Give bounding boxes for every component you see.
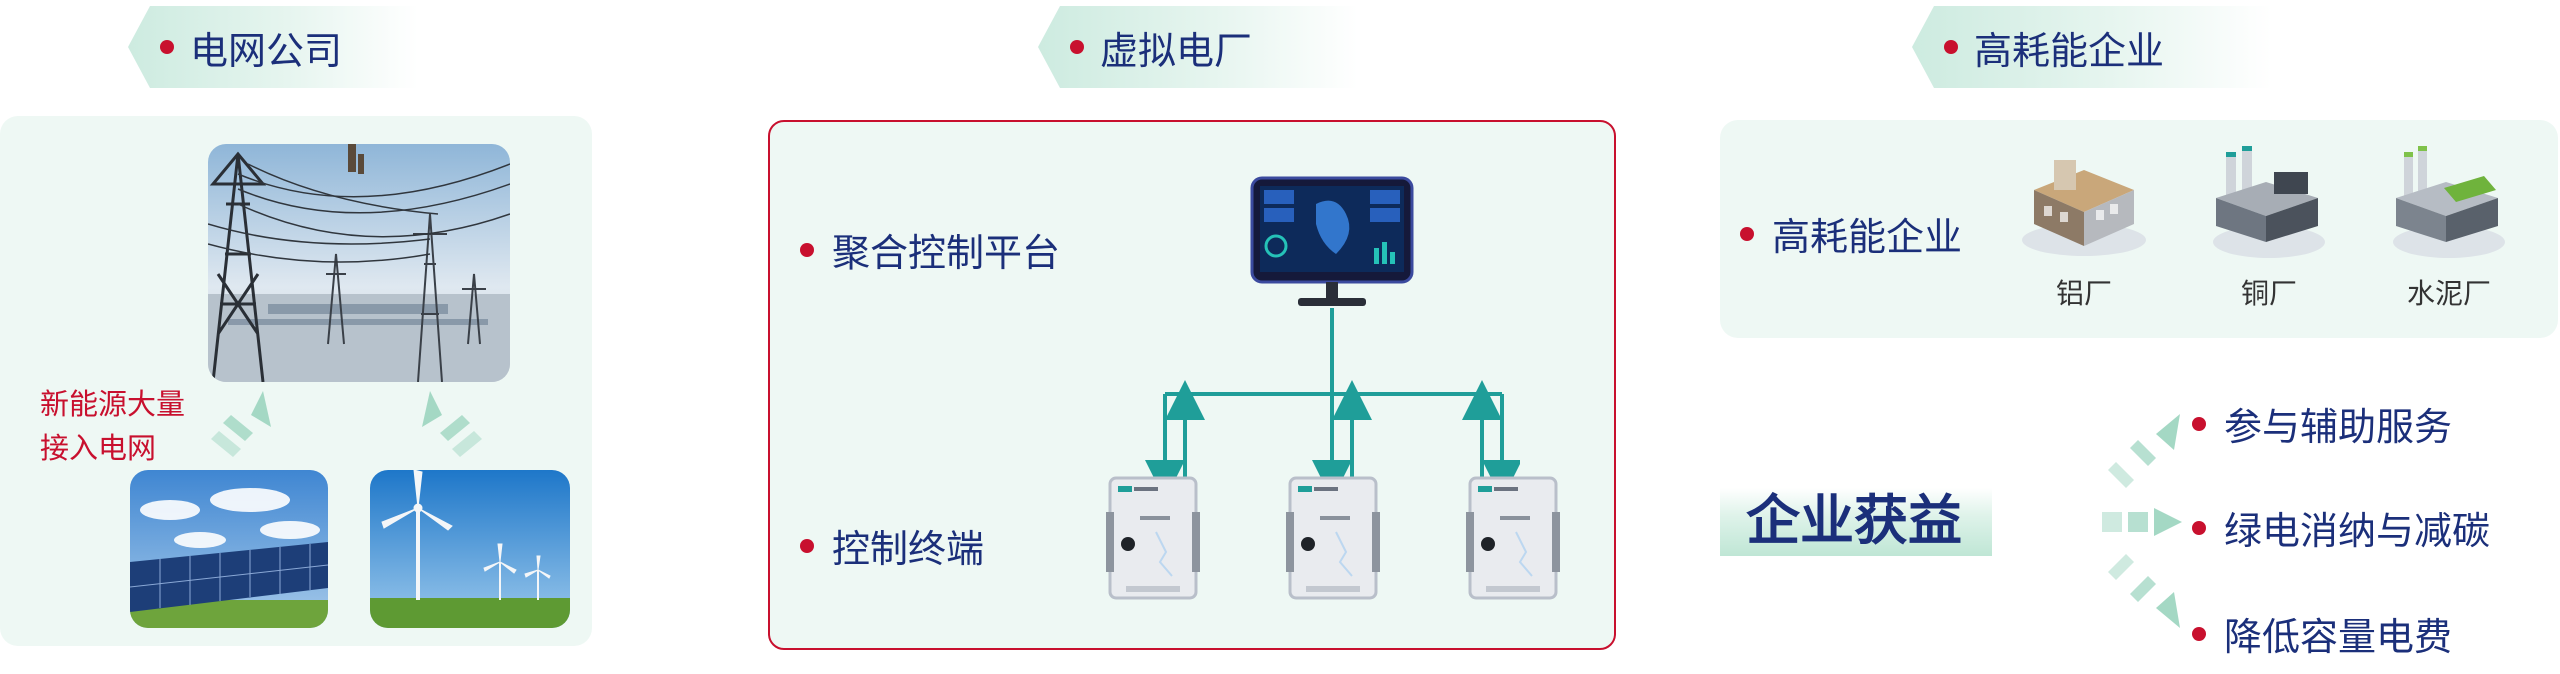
- cement-factory-icon: [2393, 146, 2505, 258]
- bullet-dot: [1740, 226, 1754, 241]
- benefit-arrows-icon: [2102, 414, 2182, 628]
- section-title-industry: 高耗能企业: [1974, 28, 2165, 73]
- benefit-item-1: 参与辅助服务: [2192, 396, 2452, 451]
- bullet-dot: [2192, 416, 2206, 431]
- wind-turbine-photo: [370, 470, 570, 628]
- control-terminal-icon: [1106, 476, 1200, 600]
- annotation-line-2: 接入电网: [40, 431, 157, 465]
- section-tab-industry: 高耗能企业: [1912, 6, 2272, 88]
- aluminum-factory-icon: [2022, 160, 2146, 256]
- platform-label: 聚合控制平台: [832, 231, 1061, 275]
- bullet-dot: [800, 538, 814, 553]
- benefit-item-label: 参与辅助服务: [2224, 405, 2453, 449]
- platform-bullet: 聚合控制平台: [800, 222, 1060, 277]
- benefit-title-highlight: [1720, 488, 1992, 556]
- control-terminal-icon: [1466, 476, 1560, 600]
- bullet-dot: [1944, 40, 1958, 54]
- bullet-dot: [800, 242, 814, 257]
- bullet-dot: [160, 40, 174, 54]
- monitor-icon: [1250, 176, 1414, 306]
- bullet-dot: [2192, 626, 2206, 641]
- power-lines-photo: [208, 144, 510, 382]
- section-tab-vpp: 虚拟电厂: [1038, 6, 1358, 88]
- up-arrow-icon: [211, 391, 271, 457]
- annotation-line-1: 新能源大量: [40, 387, 186, 421]
- control-terminal-icon: [1286, 476, 1380, 600]
- terminal-bullet: 控制终端: [800, 518, 984, 573]
- benefit-item-label: 绿电消纳与减碳: [2224, 509, 2491, 553]
- industry-label: 高耗能企业: [1772, 215, 1963, 259]
- copper-factory-icon: [2213, 146, 2325, 258]
- bullet-dot: [2192, 520, 2206, 535]
- section-title-vpp: 虚拟电厂: [1100, 28, 1253, 73]
- renewable-annotation: 新能源大量 接入电网: [40, 382, 185, 470]
- benefit-item-2: 绿电消纳与减碳: [2192, 500, 2490, 555]
- benefit-item-label: 降低容量电费: [2224, 615, 2453, 659]
- benefit-title: 企业获益: [1746, 489, 1962, 552]
- connection-lines: [1145, 308, 1520, 490]
- factory-label-cement: 水泥厂: [2406, 277, 2491, 310]
- factory-label-aluminum: 铝厂: [2055, 277, 2112, 310]
- up-arrow-icon: [422, 391, 482, 457]
- solar-panel-photo: [130, 470, 328, 628]
- section-tab-grid: 电网公司: [128, 6, 418, 88]
- section-title-grid: 电网公司: [190, 28, 343, 73]
- industry-bullet: 高耗能企业: [1740, 206, 1962, 261]
- bullet-dot: [1070, 40, 1084, 54]
- benefit-item-3: 降低容量电费: [2192, 606, 2452, 661]
- terminal-label: 控制终端: [832, 527, 985, 571]
- factory-label-copper: 铜厂: [2240, 277, 2297, 310]
